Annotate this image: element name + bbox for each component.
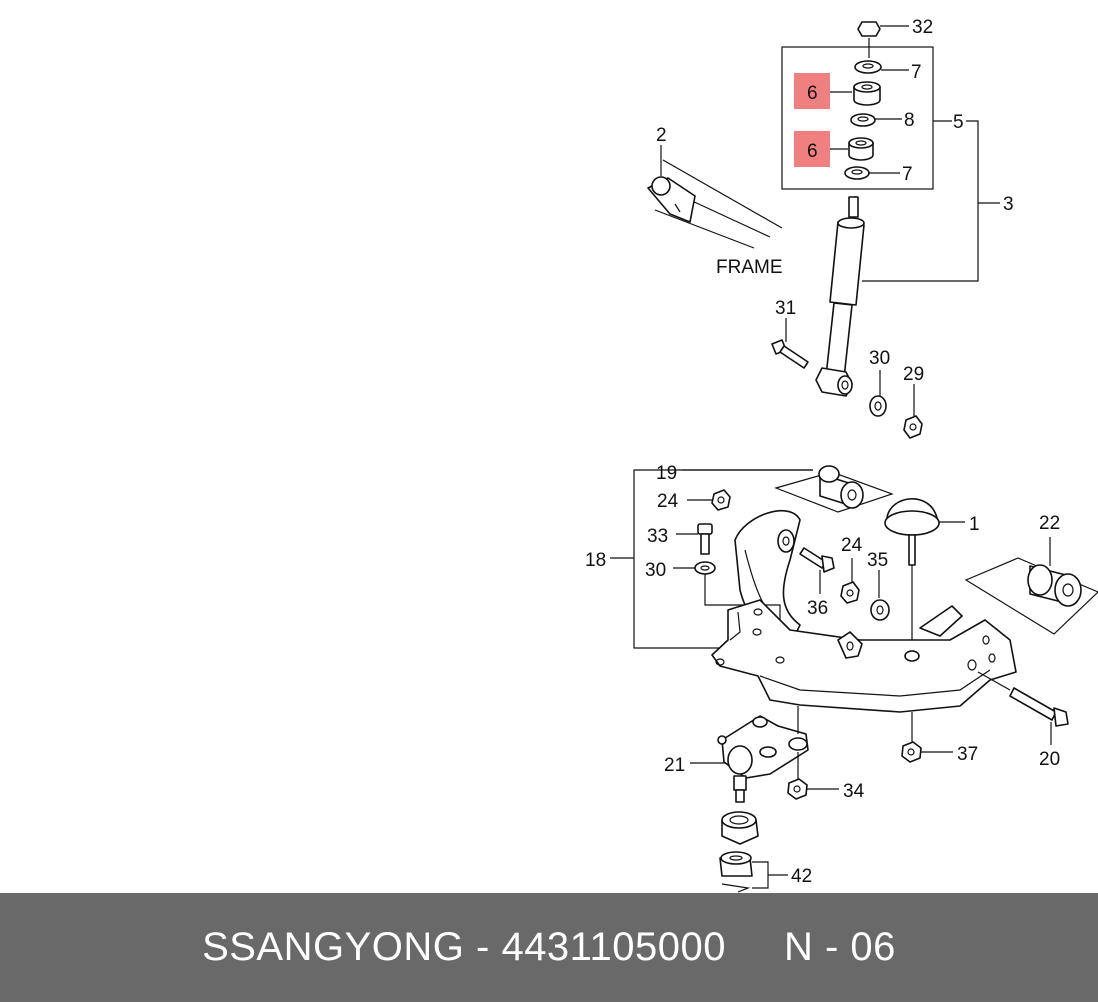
callout-24-left: 24 bbox=[657, 491, 679, 512]
kit-box bbox=[781, 46, 934, 190]
frame-label: FRAME bbox=[716, 257, 783, 278]
callout-20: 20 bbox=[1039, 749, 1060, 770]
callout-6-top: 6 bbox=[807, 83, 818, 104]
callout-32: 32 bbox=[912, 17, 933, 38]
callout-22: 22 bbox=[1039, 513, 1060, 534]
callout-24-right: 24 bbox=[841, 535, 863, 556]
callout-19: 19 bbox=[656, 463, 677, 484]
callout-1: 1 bbox=[969, 514, 980, 535]
shock-absorber bbox=[815, 195, 865, 397]
callout-31: 31 bbox=[775, 298, 796, 319]
castle-nut-42 bbox=[719, 851, 753, 893]
callout-30-left: 30 bbox=[645, 560, 666, 581]
bolt-33 bbox=[697, 523, 713, 555]
bump-stop-1 bbox=[884, 498, 940, 566]
callout-37: 37 bbox=[957, 744, 978, 765]
nut-37 bbox=[901, 741, 922, 763]
callout-35: 35 bbox=[867, 550, 888, 571]
washer-7-bottom bbox=[844, 166, 870, 180]
callout-7-bottom: 7 bbox=[902, 164, 913, 185]
bolt-20 bbox=[1009, 687, 1069, 727]
washer-35 bbox=[870, 599, 890, 621]
callout-18: 18 bbox=[585, 550, 606, 571]
nut-24-left bbox=[711, 489, 731, 511]
callout-30-top: 30 bbox=[869, 348, 890, 369]
washer-8 bbox=[850, 113, 876, 127]
highlight-6-top bbox=[794, 73, 830, 109]
footer-text: SSANGYONG - 4431105000 N - 06 bbox=[202, 925, 896, 969]
callout-8: 8 bbox=[904, 110, 915, 131]
callout-21: 21 bbox=[664, 755, 685, 776]
ball-joint-21 bbox=[717, 715, 809, 803]
boot-42 bbox=[721, 811, 759, 845]
bolt-36 bbox=[799, 547, 835, 573]
highlight-6-bottom bbox=[794, 131, 830, 167]
callout-3: 3 bbox=[1003, 194, 1014, 215]
footer-bar: SSANGYONG - 4431105000 N - 06 bbox=[0, 893, 1098, 1002]
parts-diagram: 2 FRAME 32 7 6 8 6 7 5 3 bbox=[585, 17, 1098, 893]
washer-7-top bbox=[854, 60, 882, 74]
bolt-31 bbox=[771, 339, 809, 369]
nut-32 bbox=[857, 21, 881, 37]
callout-34: 34 bbox=[843, 781, 865, 802]
crossmember bbox=[711, 599, 1017, 713]
frame-bracket bbox=[647, 159, 783, 249]
callout-6-bottom: 6 bbox=[807, 141, 818, 162]
nut-24-right bbox=[840, 581, 860, 604]
callout-7-top: 7 bbox=[911, 62, 922, 83]
nut-34 bbox=[787, 778, 808, 800]
callout-2: 2 bbox=[656, 125, 667, 146]
nut-29 bbox=[903, 415, 923, 439]
callout-29: 29 bbox=[903, 364, 924, 385]
bushing-19 bbox=[818, 465, 864, 509]
washer-30-top bbox=[869, 395, 887, 417]
callout-36: 36 bbox=[807, 598, 828, 619]
callout-5: 5 bbox=[953, 112, 964, 133]
callout-33: 33 bbox=[647, 526, 668, 547]
washer-30-left bbox=[694, 561, 716, 575]
bushing-22 bbox=[1027, 564, 1082, 607]
callout-42: 42 bbox=[791, 866, 812, 887]
